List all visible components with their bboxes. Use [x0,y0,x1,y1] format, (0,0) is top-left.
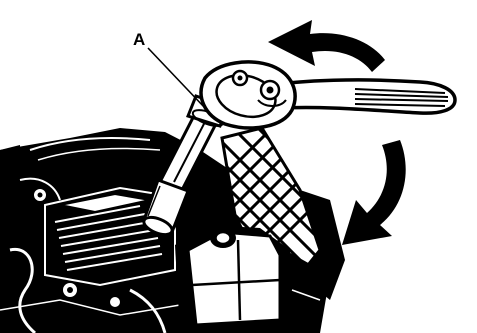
ratchet-wrench [201,62,455,128]
callout-label-a: A [133,30,145,49]
callout-a: A [133,30,205,108]
leader-line-a [148,48,205,108]
